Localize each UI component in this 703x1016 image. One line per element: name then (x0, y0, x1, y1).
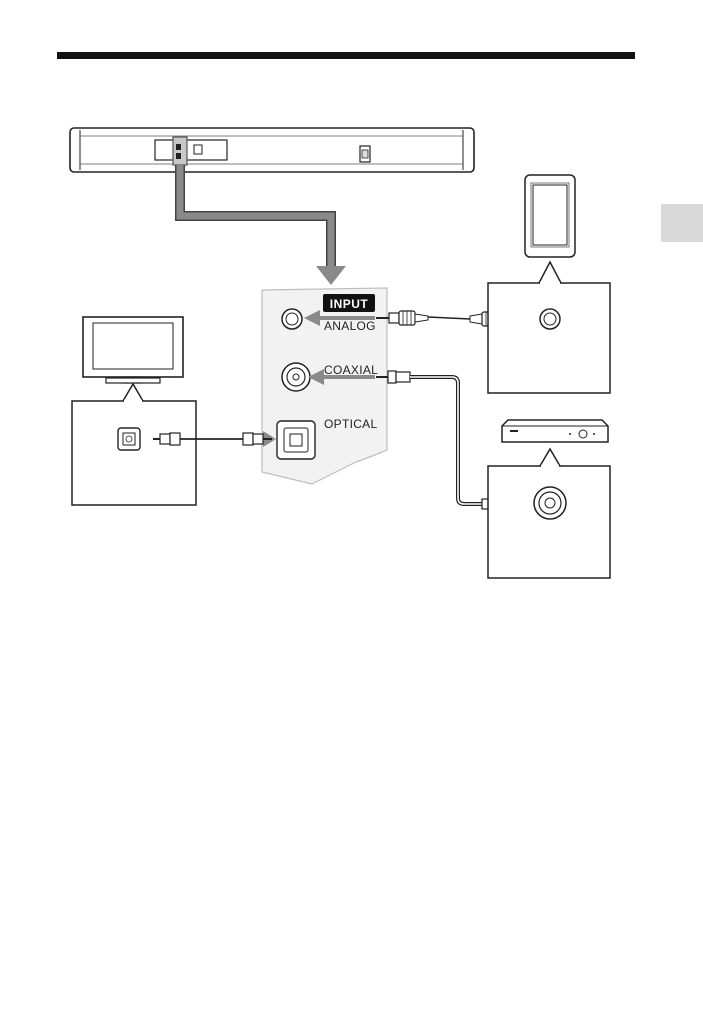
optical-label: OPTICAL (324, 417, 377, 431)
analog-label: ANALOG (324, 319, 376, 333)
soundbar-jack-highlight (173, 137, 187, 165)
optical-cable (153, 433, 272, 445)
analog-jack (282, 309, 302, 329)
coaxial-label: COAXIAL (324, 363, 378, 377)
tv (83, 317, 183, 383)
section-tab (661, 204, 703, 242)
heading-rule (57, 52, 635, 59)
soundbar (70, 128, 474, 172)
player-device (502, 420, 608, 442)
portable-device (525, 175, 575, 257)
input-label: INPUT (330, 297, 369, 311)
optical-jack (277, 421, 315, 459)
portable-headphone-jack (540, 309, 560, 329)
player-coaxial-jack (534, 487, 566, 519)
soundbar-input-recess (155, 140, 227, 160)
coaxial-jack (282, 363, 310, 391)
route-arrowhead (316, 266, 346, 285)
tv-optical-jack (118, 428, 140, 450)
